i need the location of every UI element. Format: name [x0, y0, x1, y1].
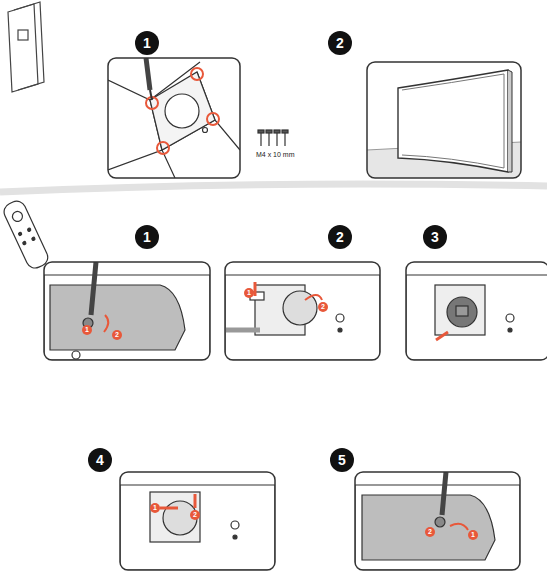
- step-panel: [367, 62, 521, 178]
- remote-back-step4: [233, 535, 237, 539]
- remote-icon: [11, 210, 24, 223]
- wall-monitor-panel: [398, 70, 508, 172]
- remote-icon: [27, 228, 31, 232]
- step-panel: [355, 472, 520, 570]
- remote-back-step2: [305, 295, 322, 300]
- remote-back-step5: [362, 495, 495, 560]
- remote-back-step1: [50, 285, 185, 350]
- remote-back-step1: [44, 262, 210, 360]
- remote-back-step3: [435, 285, 485, 335]
- vesa-mount-panel: [146, 58, 150, 90]
- screw-icons: [284, 133, 285, 146]
- screw-icons: [282, 130, 288, 133]
- screw-icons: [258, 130, 288, 146]
- step-panel: [44, 262, 210, 360]
- remote-icon: [31, 237, 35, 241]
- vesa-mount-panel: [108, 58, 240, 178]
- step-panel: [120, 472, 275, 570]
- wall-monitor-panel: [367, 70, 521, 178]
- remote-back-step3: [456, 306, 468, 316]
- callout-number: 3: [423, 225, 447, 249]
- vesa-mount-panel: [108, 62, 240, 178]
- vesa-mount-panel: [150, 90, 152, 100]
- screw-icons: [266, 130, 272, 133]
- remote-back-step3: [436, 332, 448, 340]
- vesa-mount-panel: [150, 72, 215, 150]
- callout-number: 4: [88, 448, 112, 472]
- remote-back-step2: [254, 282, 257, 296]
- remote-back-step3: [508, 328, 512, 332]
- remote-back-step4: [194, 494, 197, 508]
- screw-size: M4 x 10 mm: [256, 151, 295, 158]
- step-marker: 1: [244, 288, 254, 298]
- remote-back-step4: [120, 485, 275, 570]
- vesa-mount-panel: [203, 128, 208, 133]
- step-marker: 1: [150, 503, 160, 513]
- callout-number: 1: [135, 31, 159, 55]
- remote-icon: [1, 198, 51, 271]
- screw-icons: [260, 133, 261, 146]
- remote-icon: [22, 241, 26, 245]
- screw-icons: [258, 130, 264, 133]
- bracket-icon: [18, 30, 28, 40]
- remote-back-step3: [447, 297, 477, 327]
- callout-number: 2: [328, 225, 352, 249]
- section-divider: [0, 184, 547, 192]
- remote-back-step4: [150, 492, 200, 542]
- remote-back-step3: [506, 314, 514, 322]
- vesa-mount-panel: [157, 142, 169, 154]
- remote-back-step5: [450, 524, 468, 530]
- callout-number: 5: [330, 448, 354, 472]
- step-marker: 2: [112, 330, 122, 340]
- remote-back-step5: [442, 472, 446, 515]
- remote-back-step5: [355, 472, 520, 570]
- remote-back-step3: [406, 275, 547, 360]
- remote-back-step2: [225, 275, 380, 360]
- screw-icons: [276, 133, 277, 146]
- step-marker: 2: [318, 302, 328, 312]
- remote-back-step4: [160, 507, 178, 510]
- remote-icon: [18, 232, 22, 236]
- remote-back-step2: [225, 328, 260, 333]
- remote-back-step2: [338, 328, 342, 332]
- remote-back-step4: [120, 485, 275, 570]
- bracket-icon: [8, 4, 38, 92]
- remote-back-step4: [231, 521, 239, 529]
- remote-back-step2: [225, 275, 380, 360]
- remote-back-step1: [91, 262, 96, 315]
- step-panel: [406, 262, 547, 360]
- bracket-icon: [14, 2, 44, 90]
- remote-back-step5: [435, 517, 445, 527]
- callout-number: 1: [135, 225, 159, 249]
- bracket-icon: [8, 2, 44, 92]
- remote-back-step1: [44, 275, 210, 360]
- step-marker: 2: [425, 527, 435, 537]
- wall-monitor-panel: [402, 74, 504, 168]
- remote-back-step5: [355, 485, 520, 570]
- step-marker: 2: [190, 510, 200, 520]
- remote-back-step1: [104, 315, 108, 332]
- wall-monitor-panel: [508, 70, 512, 172]
- callout-number: 2: [328, 31, 352, 55]
- screw-icons: [274, 130, 280, 133]
- step-panel: [108, 58, 240, 178]
- remote-icon: [1, 198, 51, 271]
- step-marker: 1: [82, 325, 92, 335]
- remote-back-step1: [72, 351, 80, 359]
- vesa-mount-panel: [191, 68, 203, 80]
- vesa-mount-panel: [165, 94, 199, 128]
- step-panel: [225, 262, 380, 360]
- vesa-mount-panel: [207, 113, 219, 125]
- remote-back-step3: [406, 275, 547, 360]
- screw-icons: [268, 133, 269, 146]
- remote-back-step2: [336, 314, 344, 322]
- step-marker: 1: [468, 530, 478, 540]
